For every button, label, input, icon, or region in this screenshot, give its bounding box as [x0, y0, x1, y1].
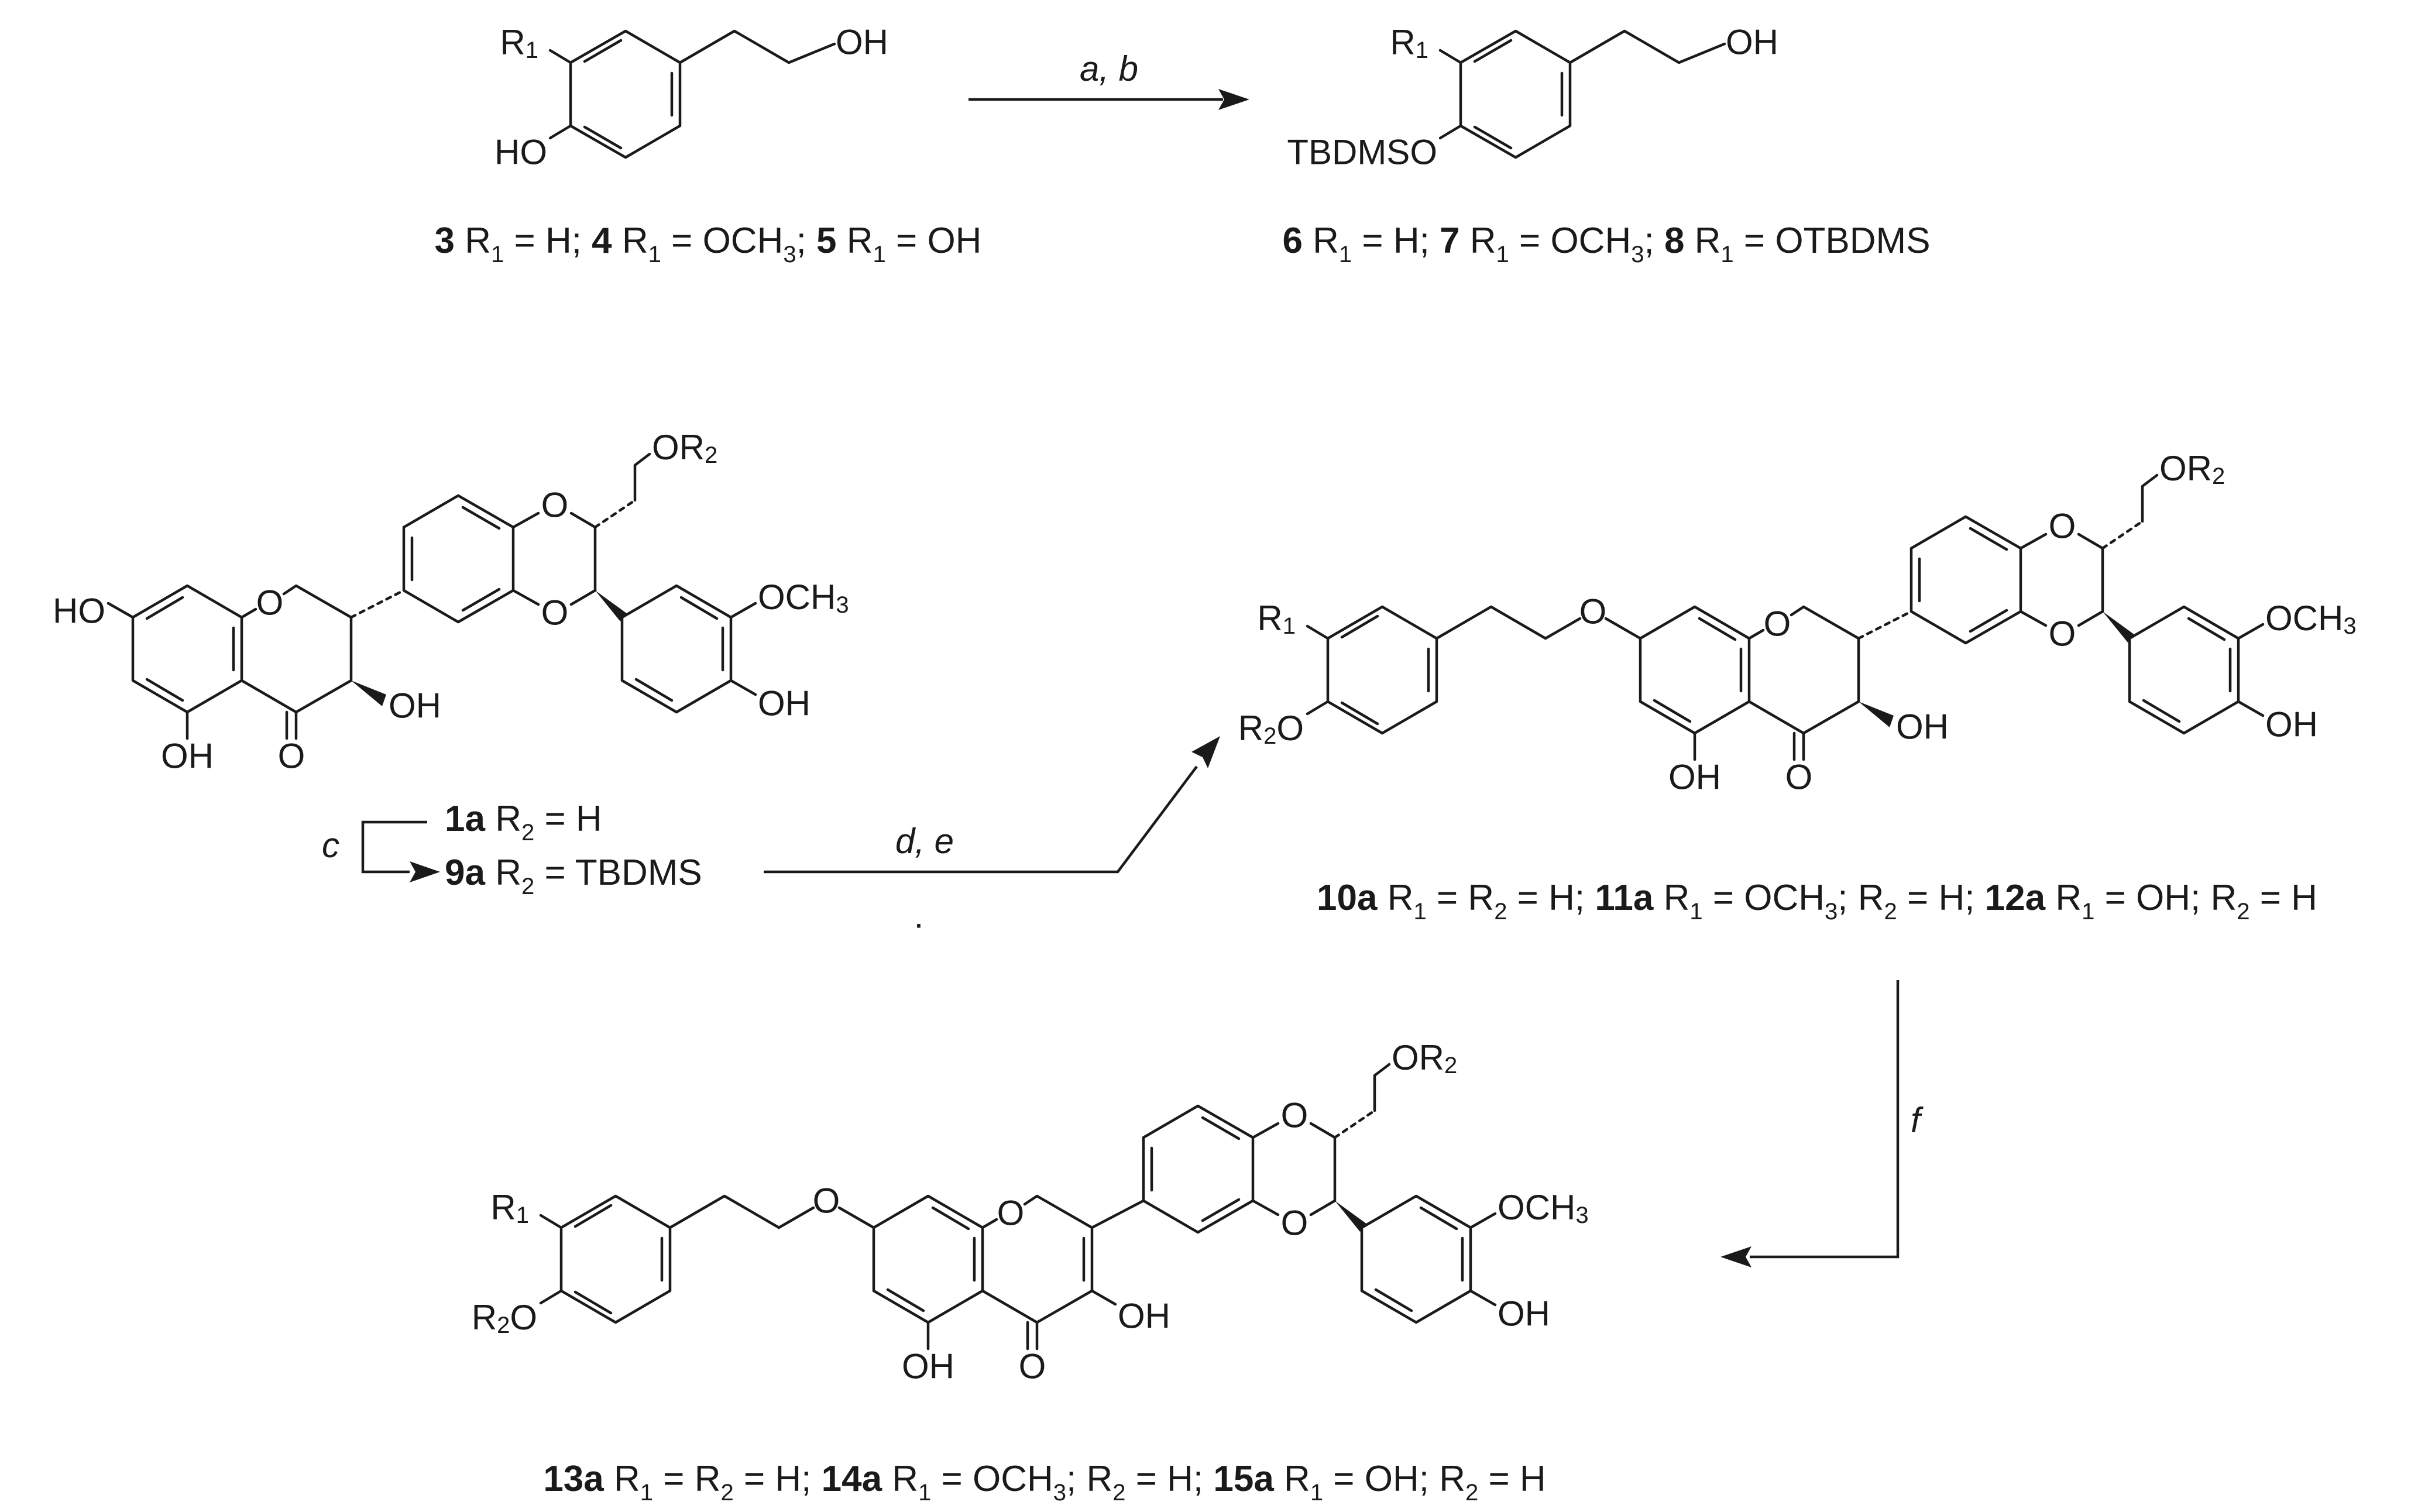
oh-4p-label: OH: [2265, 705, 2318, 744]
compound-number: 5: [816, 221, 836, 261]
caption-9a: 9a R2 = TBDMS: [445, 853, 702, 899]
reaction-arrow-ab: a, b: [968, 49, 1249, 110]
o-ring-c-label: O: [1764, 604, 1791, 644]
o-dioxane-bottom-label: O: [1281, 1204, 1308, 1243]
oh-3-label: OH: [1896, 707, 1949, 747]
compound-number: 11a: [1595, 878, 1654, 918]
r2o-label: R2O: [472, 1298, 537, 1339]
bonds: [1306, 473, 2265, 761]
reagent-f: f: [1911, 1101, 1924, 1140]
reagent-de: d, e: [895, 822, 954, 861]
reaction-arrow-de: d, e .: [764, 736, 1220, 936]
carbonyl-o-label: O: [278, 737, 305, 776]
or2-label: OR2: [2159, 449, 2225, 490]
r1-label: R1: [490, 1188, 529, 1229]
bonds: [548, 29, 836, 159]
r1-label: R1: [1257, 599, 1296, 640]
compound-number: 9a: [445, 853, 485, 893]
ho-label: HO: [494, 133, 547, 172]
ho-7-label: HO: [53, 592, 105, 631]
r2o-label: R2O: [1238, 709, 1304, 750]
reagent-ab: a, b: [1080, 49, 1138, 88]
caption-6-7-8: 6 R1 = H; 7 R1 = OCH3; 8 R1 = OTBDMS: [1282, 221, 1930, 267]
o-ring-c-label: O: [997, 1194, 1025, 1233]
oh-label: OH: [1726, 23, 1778, 62]
stray-dot: .: [914, 896, 924, 936]
compound-number: 3: [435, 221, 455, 261]
structure-6-7-8: R1 OH TBDMSO 6 R1 = H; 7 R1 = OCH3; 8 R1…: [1282, 23, 1930, 268]
structure-3-4-5: R1 OH HO 3 R1 = H; 4 R1 = OCH3; 5 R1 = O…: [435, 23, 982, 268]
compound-number: 7: [1440, 221, 1459, 261]
o-dioxane-top-label: O: [2049, 507, 2076, 546]
o-dioxane-top-label: O: [541, 486, 569, 525]
compound-number: 1a: [445, 799, 485, 839]
compound-number: 14a: [822, 1459, 882, 1499]
reaction-arrow-c: c: [322, 820, 440, 882]
carbonyl-o-label: O: [1785, 758, 1813, 797]
caption-13a-14a-15a: 13a R1 = R2 = H; 14a R1 = OCH3; R2 = H; …: [543, 1459, 1546, 1506]
r1-label: R1: [1390, 23, 1428, 64]
compound-number: 15a: [1213, 1459, 1274, 1499]
och3-label: OCH3: [2265, 599, 2357, 640]
caption-10a-11a-12a: 10a R1 = R2 = H; 11a R1 = OCH3; R2 = H; …: [1317, 878, 2317, 925]
structure-13a: R1 R2O O O OH O OH O O OR2 OCH3 OH 13a R…: [472, 1038, 1589, 1506]
o-dioxane-top-label: O: [1281, 1096, 1308, 1135]
och3-label: OCH3: [758, 578, 849, 618]
compound-number: 8: [1664, 221, 1684, 261]
structure-1a: HO O OH O OH O O OR2 OCH3 OH 1a R2 = H 9…: [53, 428, 849, 900]
compound-number: 4: [592, 221, 612, 261]
oh-5-label: OH: [161, 737, 214, 776]
o-dioxane-bottom-label: O: [541, 593, 569, 633]
o-dioxane-bottom-label: O: [2049, 614, 2076, 654]
reaction-arrow-f: f: [1720, 980, 1924, 1267]
oh-3-label: OH: [389, 686, 441, 726]
o-ring-c-label: O: [256, 583, 284, 623]
caption-1a: 1a R2 = H: [445, 799, 602, 846]
structure-10a: R1 R2O O O OH O OH O O OR2 OCH3 OH 10a R…: [1238, 449, 2357, 925]
caption-3-4-5: 3 R1 = H; 4 R1 = OCH3; 5 R1 = OH: [435, 221, 982, 267]
compound-number: 10a: [1317, 878, 1378, 918]
reagent-c: c: [322, 826, 339, 865]
tbdmso-label: TBDMSO: [1287, 133, 1437, 172]
o-ether-label: O: [813, 1181, 840, 1221]
oh-5-label: OH: [1668, 758, 1721, 797]
o-ether-label: O: [1579, 592, 1607, 631]
bonds: [539, 1063, 1497, 1351]
och3-label: OCH3: [1498, 1188, 1589, 1229]
r1-label: R1: [500, 23, 538, 64]
bonds: [107, 452, 757, 740]
oh-5-label: OH: [902, 1347, 954, 1386]
oh-4p-label: OH: [758, 684, 810, 723]
oh-3-label: OH: [1118, 1297, 1170, 1336]
or2-label: OR2: [1392, 1038, 1457, 1079]
carbonyl-o-label: O: [1019, 1347, 1046, 1386]
compound-number: 12a: [1985, 878, 2046, 918]
or2-label: OR2: [652, 428, 717, 469]
compound-number: 13a: [543, 1459, 604, 1499]
bonds: [1438, 29, 1726, 159]
oh-label: OH: [836, 23, 888, 62]
compound-number: 6: [1282, 221, 1302, 261]
oh-4p-label: OH: [1498, 1294, 1550, 1334]
